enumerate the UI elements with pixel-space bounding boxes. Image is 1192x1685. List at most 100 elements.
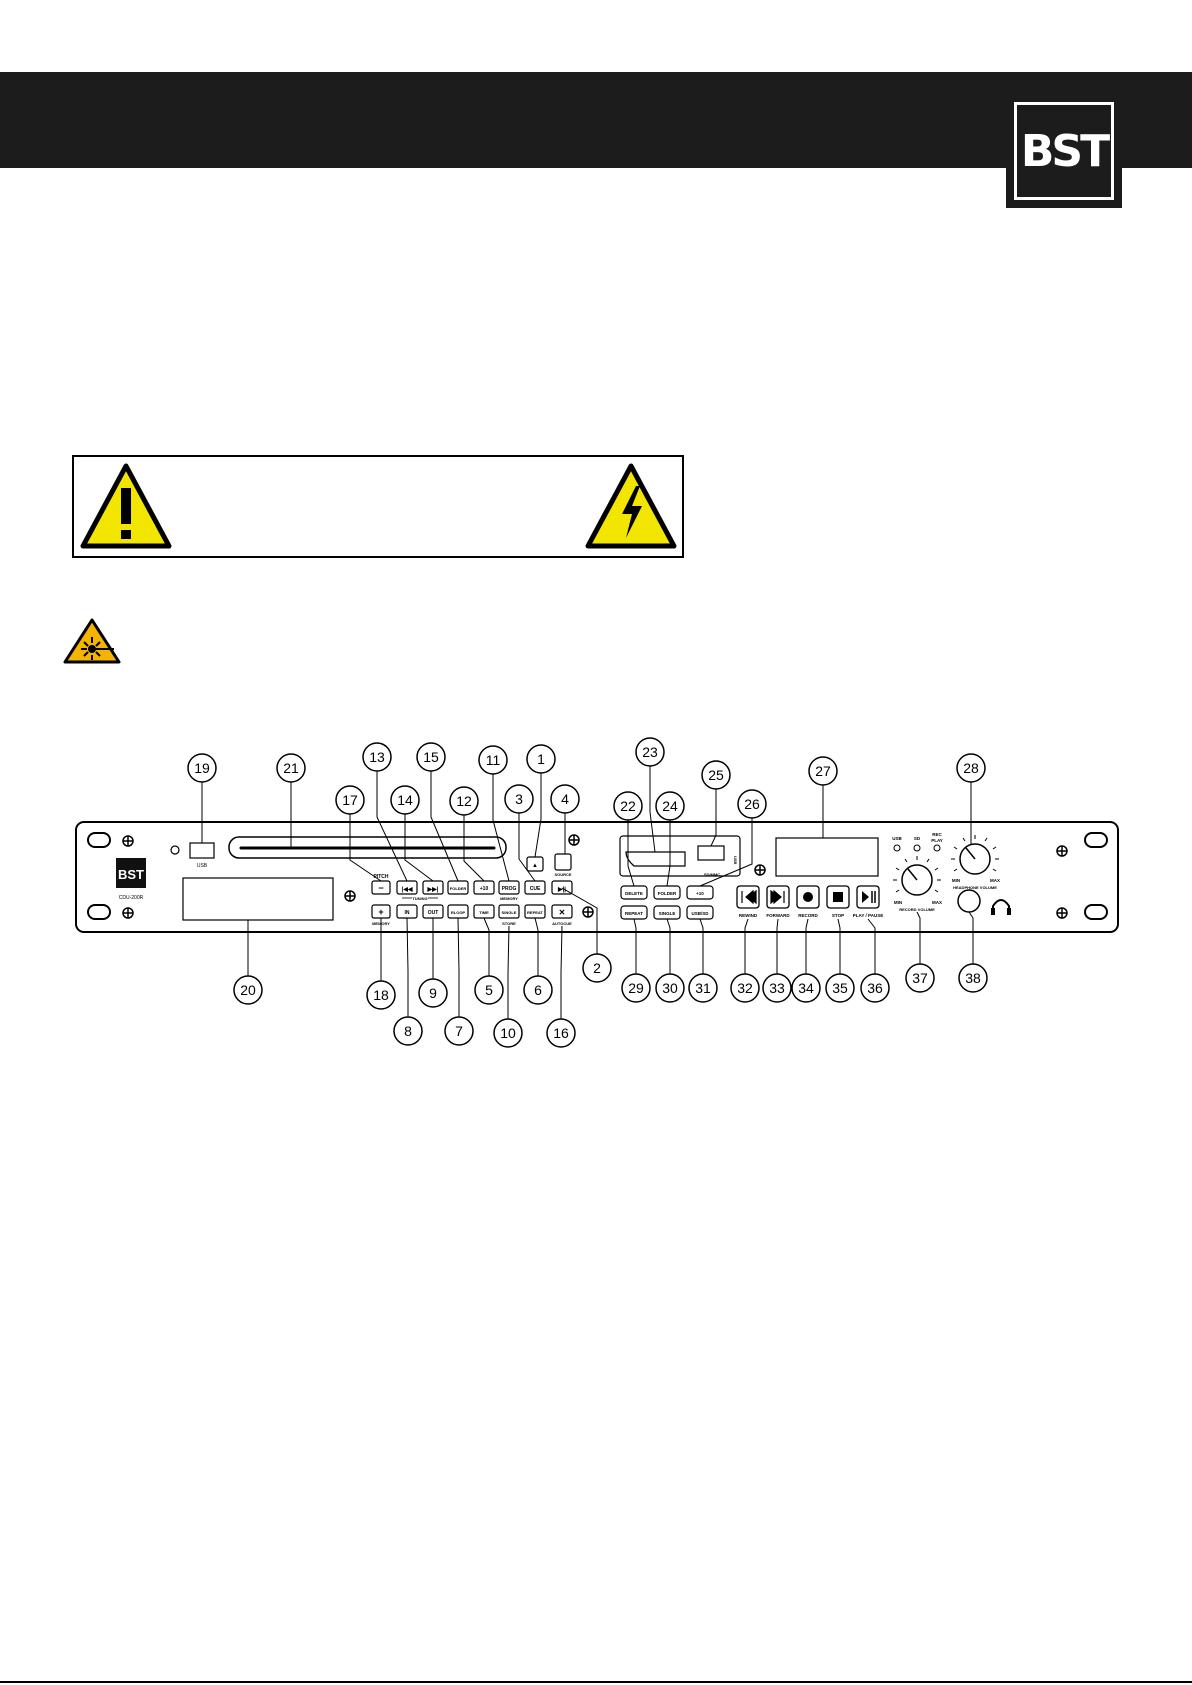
callout-circle bbox=[905, 963, 935, 993]
callout-circle bbox=[546, 1018, 576, 1048]
callout-number: 35 bbox=[832, 980, 848, 996]
callout-circle bbox=[613, 791, 643, 821]
callout-leader bbox=[744, 918, 749, 974]
headphone-volume-label: HEADPHONE VOLUME bbox=[953, 885, 997, 890]
callout-leader bbox=[837, 918, 841, 974]
cd-display bbox=[182, 877, 334, 921]
callout-circle bbox=[635, 737, 665, 767]
callout-number: 32 bbox=[737, 980, 753, 996]
callout-number: 14 bbox=[397, 792, 413, 808]
callout-number: 1 bbox=[537, 751, 545, 767]
svg-text:FOLDER: FOLDER bbox=[450, 886, 467, 891]
callout-circle bbox=[791, 973, 821, 1003]
callout-number: 37 bbox=[912, 970, 928, 986]
rec-max-label: MAX bbox=[932, 900, 942, 905]
rack-slot bbox=[1084, 904, 1108, 920]
high-voltage-warning-icon bbox=[585, 463, 677, 549]
callout-number: 28 bbox=[963, 760, 979, 776]
callout-leader bbox=[666, 820, 671, 887]
rack-slot bbox=[87, 832, 111, 848]
led-sd-label: SD bbox=[914, 836, 921, 841]
svg-text:FOLDER: FOLDER bbox=[658, 891, 677, 896]
callout-number: 38 bbox=[965, 970, 981, 986]
callout-number: 9 bbox=[429, 985, 437, 1001]
callout-circle bbox=[737, 789, 767, 819]
pitch-label: PITCH bbox=[374, 874, 389, 880]
callout-number: 4 bbox=[561, 791, 569, 807]
stop-label: STOP bbox=[832, 913, 844, 918]
callout-number: 30 bbox=[662, 980, 678, 996]
callout-number: 33 bbox=[769, 980, 785, 996]
rec-play-led bbox=[933, 844, 941, 852]
callout-circle bbox=[276, 753, 306, 783]
callout-circle bbox=[449, 786, 479, 816]
callout-leader bbox=[627, 820, 635, 887]
play-pause-label: PLAY / PAUSE bbox=[853, 913, 883, 918]
exclamation-warning-icon bbox=[80, 463, 172, 549]
callout-circle bbox=[808, 756, 838, 786]
headphone-jack[interactable] bbox=[957, 889, 981, 913]
screw-icon bbox=[122, 907, 134, 919]
svg-text:CUE: CUE bbox=[530, 886, 541, 892]
random-button[interactable] bbox=[551, 904, 573, 919]
callout-number: 19 bbox=[194, 760, 210, 776]
tuning-label: TUNING bbox=[412, 896, 427, 901]
callout-leader bbox=[518, 813, 536, 882]
transport-group bbox=[736, 885, 880, 909]
svg-text:REPEAT: REPEAT bbox=[527, 910, 543, 915]
svg-text:REPEAT: REPEAT bbox=[625, 911, 643, 916]
usb-led bbox=[893, 844, 901, 852]
callout-circle bbox=[730, 973, 760, 1003]
single-button[interactable] bbox=[498, 904, 520, 919]
callout-leader bbox=[649, 766, 656, 853]
callout-number: 17 bbox=[342, 792, 358, 808]
callout-circle bbox=[362, 742, 392, 772]
callout-circle bbox=[526, 744, 556, 774]
callout-leader bbox=[404, 814, 434, 882]
svg-text:USB/SD: USB/SD bbox=[691, 911, 709, 916]
bst-logo-icon: BST bbox=[1006, 94, 1122, 208]
logo-text: BST bbox=[1020, 125, 1110, 177]
callout-number: 16 bbox=[553, 1025, 569, 1041]
callout-number: 18 bbox=[373, 987, 389, 1003]
svg-text:+10: +10 bbox=[480, 886, 489, 892]
callout-circle bbox=[474, 975, 504, 1005]
callout-leader bbox=[534, 773, 542, 858]
hp-min-label: MIN bbox=[952, 878, 960, 883]
callout-circle bbox=[390, 785, 420, 815]
callout-number: 24 bbox=[662, 798, 678, 814]
callout-circle bbox=[233, 975, 263, 1005]
callout-circle bbox=[416, 742, 446, 772]
source-button[interactable] bbox=[554, 853, 572, 871]
callout-leader bbox=[633, 918, 637, 974]
callout-number: 11 bbox=[486, 752, 501, 768]
callout-number: 29 bbox=[628, 980, 644, 996]
store-label: STORE bbox=[502, 921, 516, 926]
callout-leader bbox=[507, 925, 510, 1019]
callout-leader bbox=[457, 917, 460, 1017]
callout-circle bbox=[860, 973, 890, 1003]
screw-icon bbox=[122, 835, 134, 847]
headphones-icon bbox=[992, 899, 1010, 914]
autocue-label: AUTOCUE bbox=[552, 921, 572, 926]
svg-text:SINGLE: SINGLE bbox=[502, 910, 517, 915]
svg-text:▶||: ▶|| bbox=[557, 886, 566, 893]
callout-number: 5 bbox=[485, 982, 493, 998]
callout-number: 27 bbox=[815, 763, 831, 779]
callout-circle bbox=[504, 784, 534, 814]
callout-number: 6 bbox=[534, 982, 542, 998]
callout-leader bbox=[560, 925, 563, 1019]
callout-circle bbox=[478, 745, 508, 775]
callout-leader bbox=[563, 813, 566, 855]
screw-icon bbox=[344, 890, 356, 902]
sd-slot bbox=[625, 851, 686, 867]
svg-text:DELETE: DELETE bbox=[625, 891, 643, 896]
mini-logo-text: BST bbox=[118, 867, 144, 882]
footer-rule bbox=[0, 1681, 1192, 1683]
callout-number: 13 bbox=[369, 749, 385, 765]
screw-icon bbox=[582, 906, 594, 918]
callout-circle bbox=[956, 753, 986, 783]
led-play-label: PLAY bbox=[931, 838, 943, 843]
svg-text:SINGLE: SINGLE bbox=[659, 911, 676, 916]
callout-number: 20 bbox=[240, 982, 256, 998]
